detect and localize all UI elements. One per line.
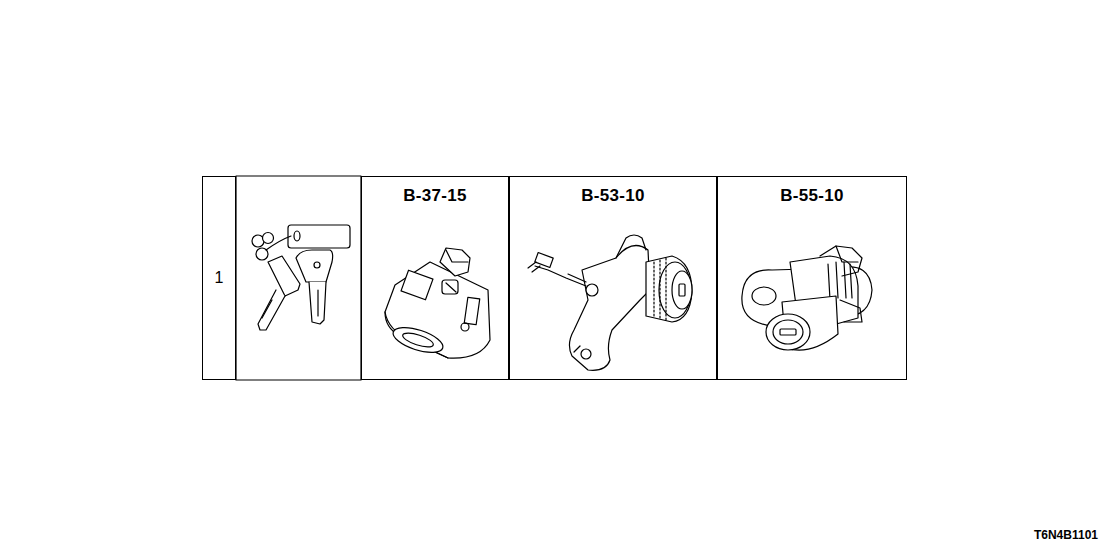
part-code: B-53-10 [581, 186, 645, 206]
part-code-cell: B-55-10 [717, 176, 907, 380]
part-code: B-55-10 [780, 186, 844, 206]
table-cell [236, 176, 361, 380]
lock-cylinder-gasket [742, 246, 872, 350]
lock-bracket [528, 235, 692, 370]
figure-code: T6N4B1101 [1034, 528, 1098, 542]
part-code: B-37-15 [403, 186, 467, 206]
callout-cell: 1 [202, 176, 236, 380]
lock-cylinder [385, 248, 490, 358]
key-set [252, 225, 350, 330]
part-code-cell: B-53-10 [509, 176, 717, 380]
part-code-cell: B-37-15 [361, 176, 509, 380]
callout-number: 1 [215, 269, 224, 287]
